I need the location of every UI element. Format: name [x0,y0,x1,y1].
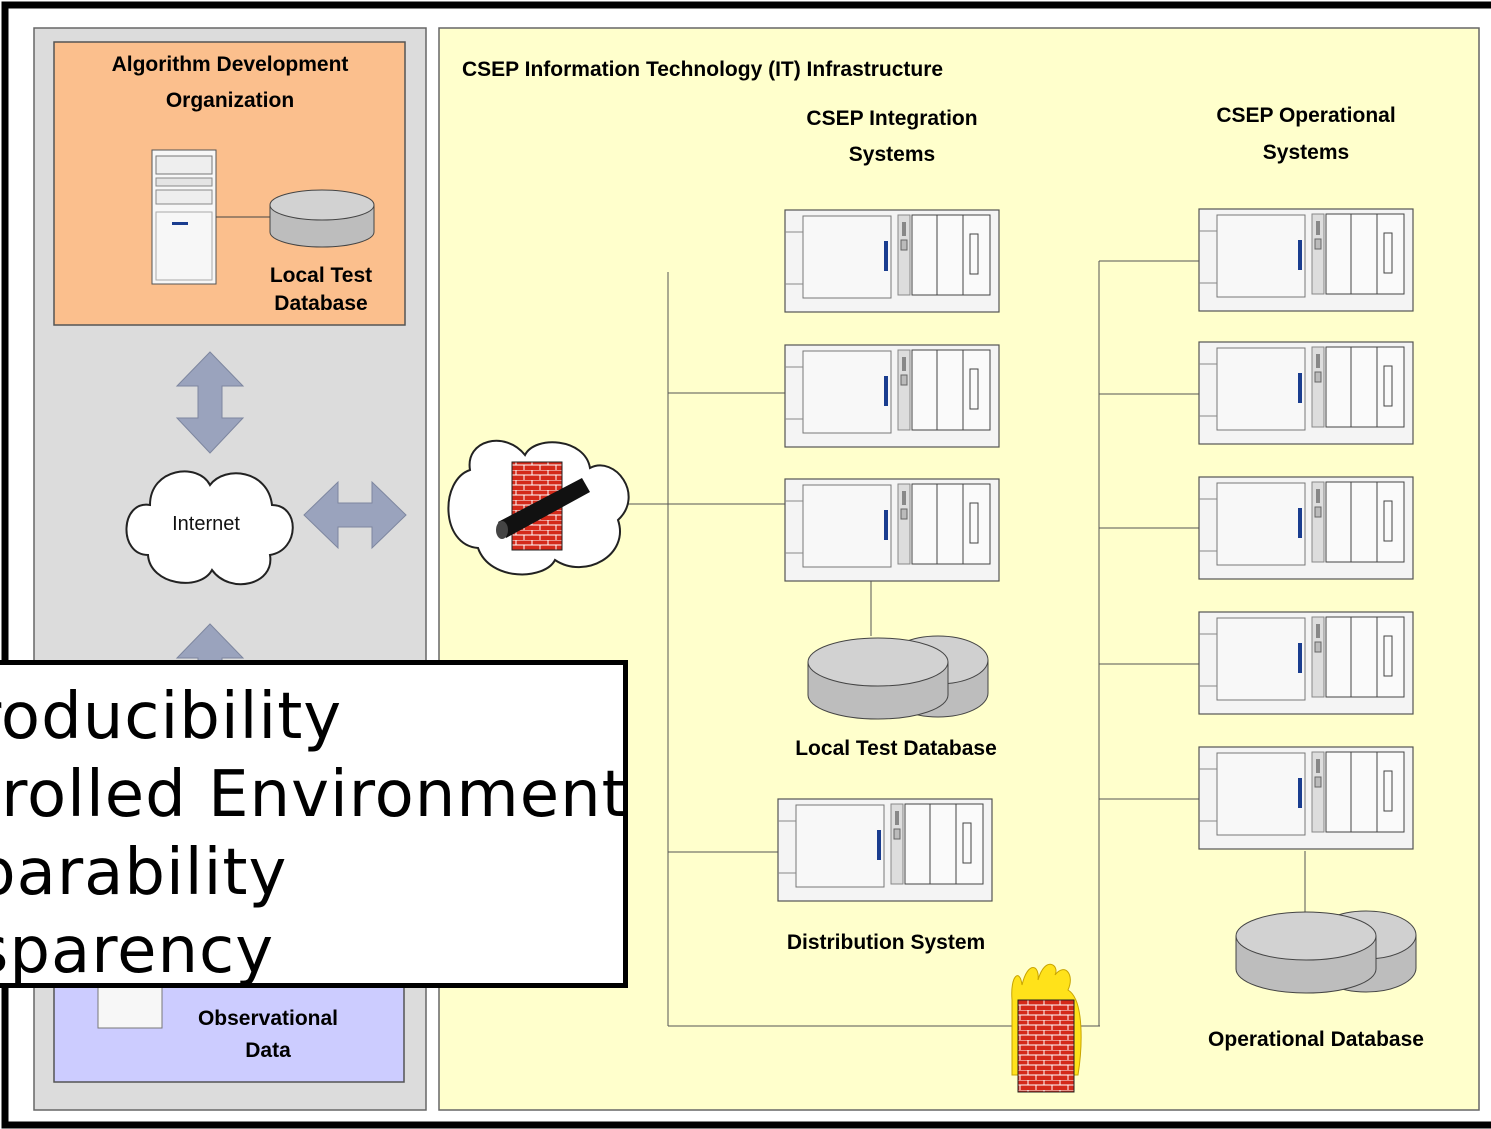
operational-title-line2: Systems [1263,141,1349,164]
integration-title-line2: Systems [849,143,935,166]
operational-server-3-icon [1198,476,1414,580]
integration-database-icon [807,635,989,720]
infra-title: CSEP Information Technology (IT) Infrast… [462,58,943,81]
integration-title-line1: CSEP Integration [806,107,977,130]
org-title-line1: Algorithm Development [112,53,349,76]
operational-server-5-icon [1198,746,1414,850]
internet-label: Internet [172,513,240,535]
local-db-line1: Local Test [270,264,372,287]
left-right-arrow-icon [303,480,407,550]
operational-server-1-icon [1198,208,1414,312]
burning-firewall-icon [1011,963,1082,1093]
operational-title-line1: CSEP Operational [1216,104,1395,127]
integration-server-2-icon [784,344,1000,448]
up-down-arrow-icon [175,351,245,454]
org-box [53,41,406,326]
firewall-cloud-icon [447,439,630,576]
workstation-icon [151,149,217,285]
integration-server-3-icon [784,478,1000,582]
overlay-line-1: roducibility [0,680,343,754]
distribution-server-icon [777,798,993,902]
operational-server-4-icon [1198,611,1414,715]
local-test-database-icon [269,189,375,248]
overlay-line-3: parability [0,836,288,910]
internet-cloud-icon [125,470,294,586]
overlay-text-box: roducibility trolled Environment parabil… [0,660,628,988]
local-db-line2: Database [274,292,367,315]
distribution-label: Distribution System [787,931,985,954]
overlay-line-4: sparency [0,914,275,988]
org-title-line2: Organization [166,89,294,112]
obs-line1: Observational [198,1007,338,1030]
operational-database-icon [1235,910,1417,994]
operational-db-label: Operational Database [1208,1028,1424,1051]
obs-line2: Data [245,1039,291,1062]
operational-server-2-icon [1198,341,1414,445]
integration-server-1-icon [784,209,1000,313]
overlay-line-2: trolled Environment [0,758,628,832]
integration-db-label: Local Test Database [795,737,997,760]
